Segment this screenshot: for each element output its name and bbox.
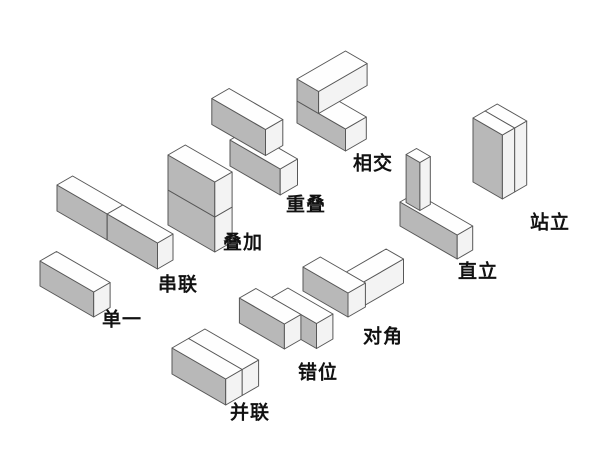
box-face-top [171,338,243,380]
label-overlap: 重叠 [285,194,327,216]
box-face-top [211,88,284,130]
block-group-standing [472,103,528,200]
block-group-upright [399,148,474,260]
block-group-parallel [171,328,260,406]
box-face-top [271,287,334,324]
box-face-top [39,251,111,293]
box-face-top [472,110,516,136]
label-series: 串联 [157,274,199,296]
box-face-top [302,256,366,294]
box-face-side [419,156,431,211]
label-single: 单一 [101,309,143,331]
box-face-top [238,288,302,325]
label-diagonal: 对角 [362,326,404,348]
box-face-top [405,148,431,163]
box-face-side [501,127,516,200]
block-group-single [39,251,111,318]
box-face-top [106,204,174,244]
box-face-front [405,154,421,211]
label-parallel: 并联 [229,402,271,424]
block-group-series [56,175,174,270]
block-group-overlap [211,88,298,196]
label-standing: 站立 [529,212,571,234]
label-stack: 叠加 [222,232,264,254]
box-face-side [514,120,528,193]
label-upright: 直立 [457,261,499,283]
box-face-top [296,50,368,92]
block-group-offset [238,287,334,350]
label-offset: 错位 [297,362,339,384]
block-group-stack [167,144,233,253]
block-group-intersect [296,50,368,152]
box-face-top [167,144,233,183]
block-group-diagonal [302,248,404,318]
label-intersect: 相交 [352,153,394,175]
